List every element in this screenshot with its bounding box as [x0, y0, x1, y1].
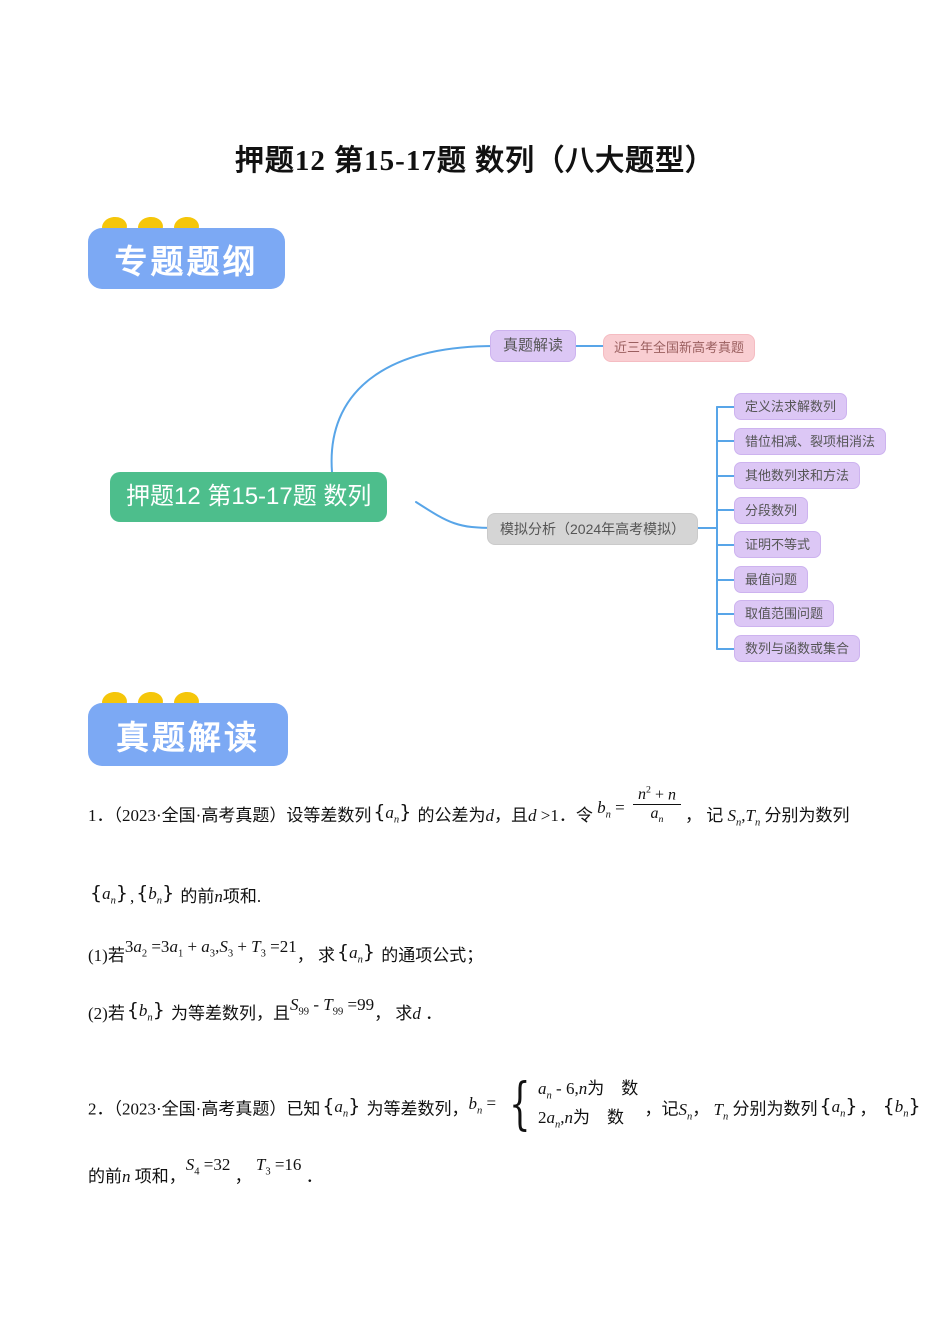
mindmap-branch-moni: 模拟分析（2024年高考模拟）	[487, 513, 699, 545]
problem-1-intro: 1．（2023·全国·高考真题）设等差数列{an} 的公差为d，且d >1．令 …	[88, 785, 850, 829]
mindmap-leaf: 其他数列求和方法	[734, 462, 861, 489]
page-title: 押题12 第15-17题 数列（八大题型）	[234, 145, 716, 177]
mindmap-leaf: 错位相减、裂项相消法	[734, 427, 887, 455]
mindmap-leaf: 数列与函数或集合	[734, 634, 861, 662]
mindmap-leaf: 最值问题	[734, 565, 809, 593]
problem-1-part-2: (2)若{bn} 为等差数列，且S99 - T99 =99， 求d ．	[88, 995, 443, 1024]
mindmap-child-zhenti: 近三年全国新高考真题	[603, 334, 756, 362]
mindmap-leaf: 证明不等式	[734, 531, 822, 558]
problem-2-intro: 2．（2023·全国·高考真题）已知{an} 为等差数列，bn = {an - …	[88, 1071, 921, 1137]
mindmap-root-node: 押题12 第15-17题 数列	[110, 472, 388, 522]
mindmap-leaf-column: 定义法求解数列 错位相减、裂项相消法 其他数列求和方法 分段数列 证明不等式 最…	[734, 393, 887, 662]
problem-1-part-1: (1)若3a2 =3a1 + a3,S3 + T3 =21， 求{an} 的通项…	[88, 937, 484, 966]
section-badge-review: 真题解读	[88, 703, 288, 766]
mindmap-branch-zhenti: 真题解读	[490, 330, 577, 362]
mindmap-leaf: 分段数列	[734, 496, 809, 524]
section-badge-outline: 专题题纲	[88, 228, 285, 289]
mindmap-leaf: 取值范围问题	[734, 600, 835, 627]
problem-2-intro-cont: 的前n 项和，S4 =32 ， T3 =16 ．	[88, 1155, 323, 1186]
problem-1-intro-cont: {an},{bn} 的前n项和.	[90, 882, 262, 907]
mindmap-connector-lines	[330, 345, 735, 650]
mindmap-leaf: 定义法求解数列	[734, 393, 848, 420]
